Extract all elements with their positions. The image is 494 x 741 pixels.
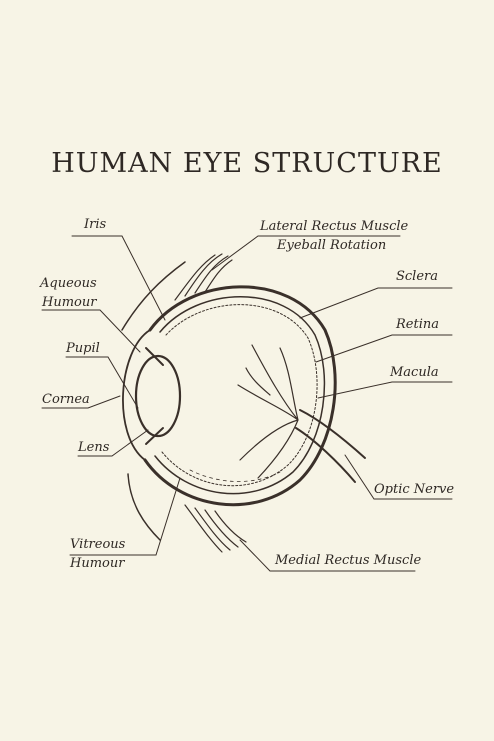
choroid-layer (154, 296, 326, 495)
label-iris: Iris (84, 217, 107, 232)
leader-lateral-rectus (211, 235, 401, 271)
label-aqueous-humour-1: Aqueous (40, 276, 97, 291)
optic-nerve-lower (295, 427, 356, 483)
cornea-curve (122, 329, 151, 461)
label-vitreous-humour-2: Humour (70, 556, 125, 571)
label-pupil: Pupil (66, 341, 100, 356)
leader-aqueous (41, 309, 141, 353)
leader-pupil (65, 356, 139, 409)
upper-eyelid (121, 261, 186, 331)
leader-iris (71, 235, 166, 321)
lateral-rectus-fibers (174, 253, 233, 301)
label-lateral-rectus-2: Eyeball Rotation (277, 238, 387, 253)
label-optic-nerve: Optic Nerve (374, 482, 455, 497)
leader-macula (317, 381, 453, 399)
lower-eyelid (127, 473, 161, 541)
leader-cornea (41, 395, 121, 409)
label-aqueous-humour-2: Humour (42, 295, 97, 310)
leader-optic-nerve (344, 454, 453, 500)
lens-shape (134, 354, 182, 438)
blood-vessels (237, 344, 299, 479)
label-macula: Macula (390, 365, 439, 380)
diagram-title: HUMAN EYE STRUCTURE (51, 148, 443, 179)
medial-rectus-fibers (184, 504, 247, 553)
label-lateral-rectus-1: Lateral Rectus Muscle (260, 219, 409, 234)
leader-medial-rectus (239, 539, 416, 572)
label-medial-rectus: Medial Rectus Muscle (275, 553, 422, 568)
label-vitreous-humour-1: Vitreous (70, 537, 126, 552)
leader-vitreous (69, 477, 181, 556)
vitreous-texture (189, 469, 281, 482)
label-sclera: Sclera (396, 269, 439, 284)
retina-layer (161, 304, 318, 487)
sclera-outer (143, 285, 337, 507)
label-lens: Lens (78, 440, 110, 455)
label-retina: Retina (396, 317, 439, 332)
optic-nerve-upper (299, 409, 366, 459)
leader-lens (77, 429, 149, 457)
leader-sclera (299, 287, 453, 319)
label-cornea: Cornea (42, 392, 90, 407)
leader-retina (315, 334, 453, 363)
